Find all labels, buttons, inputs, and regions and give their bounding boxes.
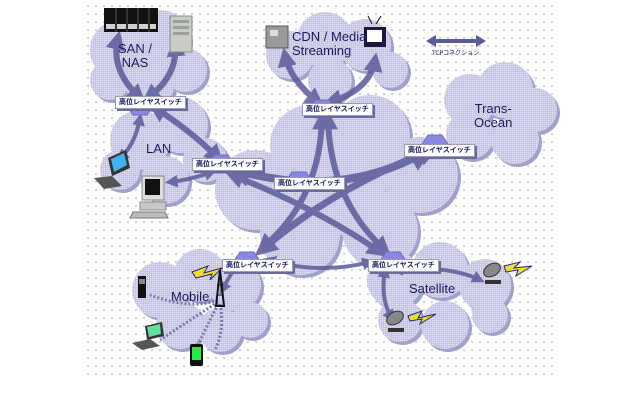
cloud-label-san: SAN / NAS xyxy=(118,42,152,70)
cloud-label-cdn-line2: Streaming xyxy=(292,43,352,58)
cell-tower-icon xyxy=(214,269,226,307)
media-server-icon xyxy=(265,25,289,49)
satellite-dish-icon xyxy=(483,261,533,284)
wireless-pda xyxy=(196,303,220,346)
cell-phone-icon xyxy=(138,276,146,298)
cloud-label-satellite-line1: Satellite xyxy=(409,281,456,296)
cloud-label-lan: LAN xyxy=(146,142,171,156)
pda-icon xyxy=(190,344,203,366)
cloud-label-trans-line1: Trans- xyxy=(474,101,512,116)
cloud-label-san-line2: NAS xyxy=(121,55,149,70)
switch-label-cdn: 高位レイヤスイッチ xyxy=(302,103,373,116)
conn-san-lan xyxy=(148,103,224,164)
storage-array-icon xyxy=(104,8,158,32)
cloud-label-lan-line1: LAN xyxy=(146,141,172,156)
switch-label-trans: 高位レイヤスイッチ xyxy=(404,144,475,157)
cloud-label-trans-ocean: Trans- Ocean xyxy=(474,102,512,130)
cloud-label-mobile: Mobile xyxy=(171,290,209,304)
switch-label-center: 高位レイヤスイッチ xyxy=(274,177,345,190)
switch-label-lan: 高位レイヤスイッチ xyxy=(192,158,263,171)
cloud-label-cdn: CDN / Media Streaming xyxy=(292,30,366,58)
cloud-label-mobile-line1: Mobile xyxy=(171,289,210,304)
switch-label-mobile: 高位レイヤスイッチ xyxy=(222,259,293,272)
conn-cdn-media xyxy=(277,47,325,107)
cloud-label-san-line1: SAN / xyxy=(118,41,152,56)
television-icon xyxy=(364,15,386,47)
legend-label: TCPコネクション xyxy=(432,50,480,57)
wireless-phone xyxy=(149,293,219,306)
wireless-pda-2 xyxy=(213,303,224,351)
cloud-trans-ocean xyxy=(444,62,560,167)
cloud-label-trans-line2: Ocean xyxy=(474,115,513,130)
switch-label-sat: 高位レイヤスイッチ xyxy=(368,259,439,272)
satellite-dish-icon-2 xyxy=(386,310,437,332)
laptop-icon xyxy=(94,150,130,189)
desktop-computer-icon xyxy=(129,175,169,219)
conn-trans-mobile xyxy=(255,144,441,256)
switch-label-san: 高位レイヤスイッチ xyxy=(115,96,186,109)
conn-lan-desktop xyxy=(164,168,217,188)
conn-cdn-tv xyxy=(322,52,383,108)
lightning-icon xyxy=(191,265,224,281)
cloud-label-satellite: Satellite xyxy=(409,282,455,296)
cloud-label-cdn-line1: CDN / Media xyxy=(292,29,367,44)
wireless-links xyxy=(149,293,224,351)
server-rack-icon xyxy=(169,15,193,53)
cloud-mobile xyxy=(132,249,271,355)
conn-san-storage xyxy=(105,30,146,104)
laptop-icon-mobile xyxy=(132,322,164,350)
double-arrow-icon xyxy=(426,35,486,47)
